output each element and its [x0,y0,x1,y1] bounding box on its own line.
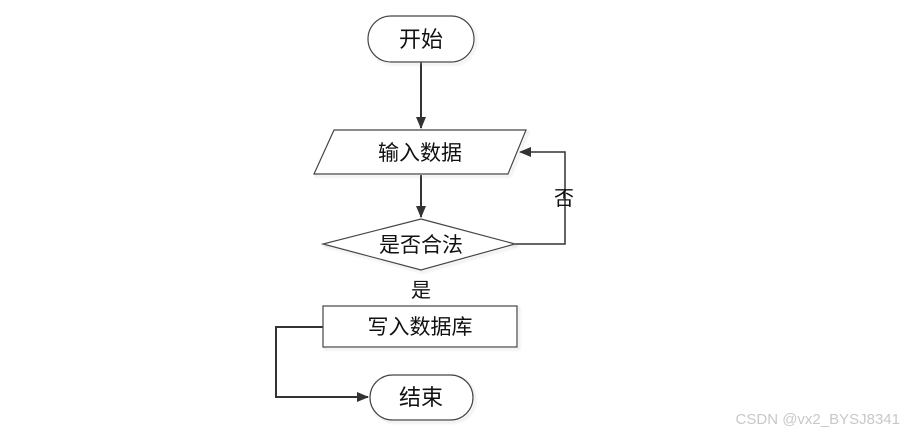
write-node [322,305,518,348]
arrow-write-to-end [275,326,369,402]
end-node [369,374,474,421]
write-label: 写入数据库 [368,315,473,339]
input-label: 输入数据 [378,141,462,165]
yes-label: 是 [411,278,431,302]
watermark-text: CSDN @vx2_BYSJ8341 [736,411,900,428]
arrow-decision-no-loop [515,147,566,245]
start-node [367,15,475,63]
decision-label: 是否合法 [379,233,463,257]
input-node [313,129,527,175]
no-label: 否 [554,186,574,210]
connectors [275,62,566,402]
end-label: 结束 [399,386,443,411]
decision-node [320,218,518,271]
start-label: 开始 [399,28,443,53]
